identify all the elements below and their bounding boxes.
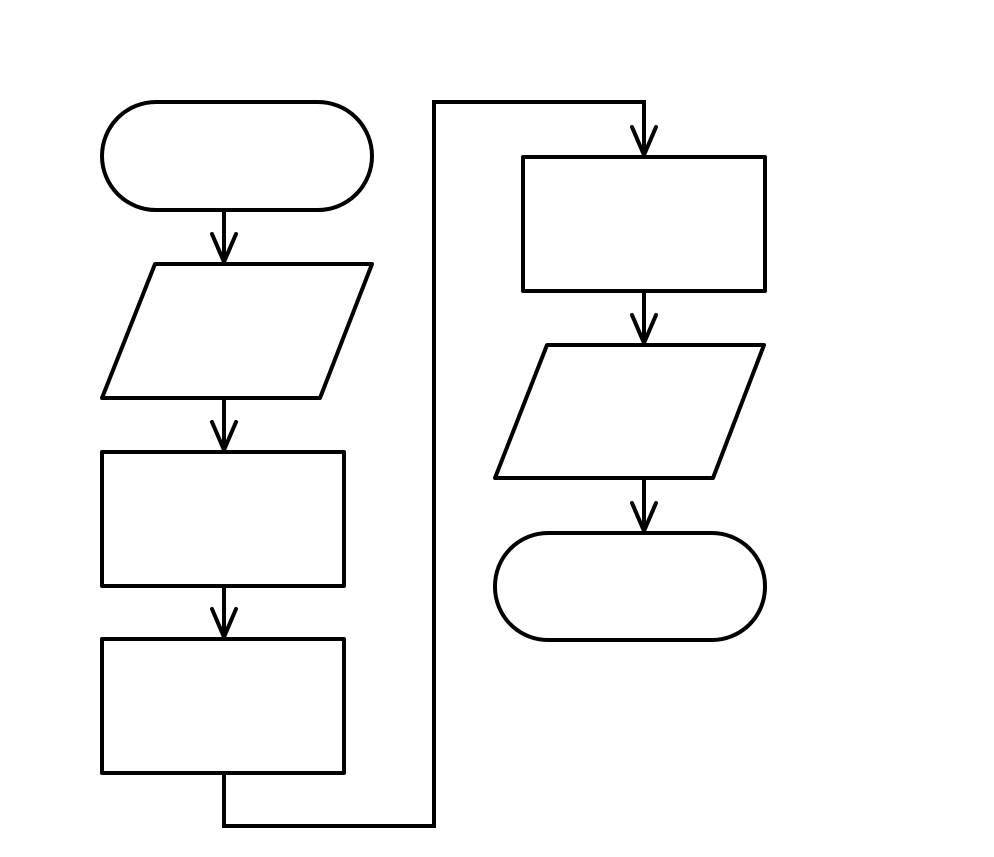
process-box-1 (100, 450, 346, 588)
arrowhead-process-2 (210, 607, 238, 639)
connector-process-2-to-process-3 (222, 100, 646, 828)
arrowhead-output (630, 313, 658, 345)
input-parallelogram (100, 262, 374, 400)
arrowhead-process-1 (210, 420, 238, 452)
end-terminator (493, 531, 767, 642)
arrowhead-input (210, 232, 238, 264)
process-box-2 (100, 637, 346, 775)
output-parallelogram (493, 343, 766, 480)
arrowhead-end (630, 501, 658, 533)
arrowhead-process-3 (630, 125, 658, 157)
start-terminator (100, 100, 374, 212)
process-box-3 (521, 155, 767, 293)
